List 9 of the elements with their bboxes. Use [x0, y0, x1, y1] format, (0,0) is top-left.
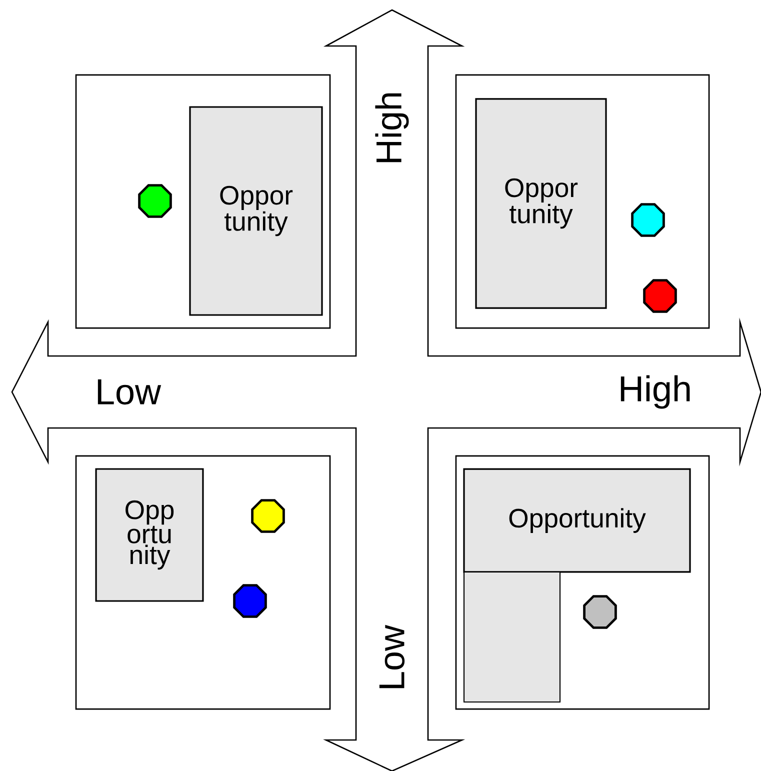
- empty-box: [463, 571, 561, 703]
- opportunity-box: Opp ortu nity: [95, 468, 204, 602]
- opportunity-box: Oppor tunity: [475, 98, 607, 309]
- opportunity-box: Opportunity: [463, 468, 691, 573]
- axis-label: Low: [379, 624, 405, 688]
- axis-label: High: [620, 375, 690, 409]
- axis-label: High: [375, 93, 409, 162]
- opportunity-box: Oppor tunity: [189, 106, 323, 316]
- axis-label: Low: [98, 379, 162, 405]
